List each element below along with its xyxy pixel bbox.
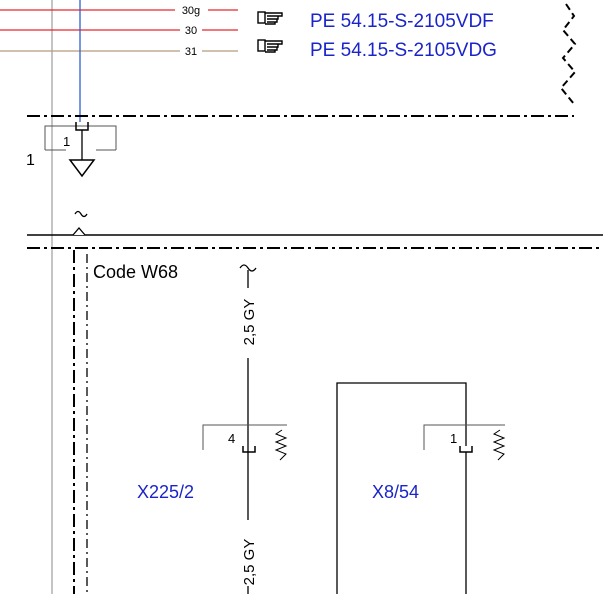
pointing-hand-icon [257, 11, 283, 25]
wire-31: 31 [0, 46, 238, 58]
connector-pin-1: 1 [450, 431, 457, 446]
ref-row-1[interactable]: PE 54.15-S-2105VDF [257, 11, 494, 32]
ground-connector: 1 [44, 122, 117, 178]
wire-loop-x8 [336, 382, 467, 594]
ground-symbol [68, 159, 96, 178]
break-mark-1 [74, 210, 88, 218]
connector-label-x8-54: X8/54 [372, 482, 419, 502]
pointing-hand-icon [257, 39, 283, 53]
ref-link-1[interactable]: PE 54.15-S-2105VDF [310, 11, 494, 32]
ground-side-label: 1 [26, 152, 35, 169]
connector-x225-2[interactable]: 4 X225/2 [137, 424, 288, 502]
ref-link-2[interactable]: PE 54.15-S-2105VDG [310, 40, 497, 61]
ground-pin-label: 1 [63, 134, 70, 149]
wire-spec-top: 2,5 GY [241, 299, 258, 346]
code-label: Code W68 [93, 262, 178, 282]
connector-x8-54[interactable]: 1 X8/54 [372, 424, 506, 502]
connector-label-x225-2: X225/2 [137, 482, 194, 502]
line-notch [72, 227, 86, 236]
wire-spec-bottom: 2,5 GY [241, 539, 258, 586]
connector-pin-4: 4 [228, 431, 235, 446]
wire-30g: 30g [0, 5, 238, 17]
break-mark-2 [239, 264, 257, 272]
wire-label-31: 31 [185, 46, 197, 58]
cut-line-right [559, 3, 577, 105]
wire-30: 30 [0, 25, 238, 37]
wire-label-30: 30 [185, 25, 197, 37]
wire-label-30g: 30g [182, 5, 200, 17]
ref-row-2[interactable]: PE 54.15-S-2105VDG [257, 39, 497, 61]
